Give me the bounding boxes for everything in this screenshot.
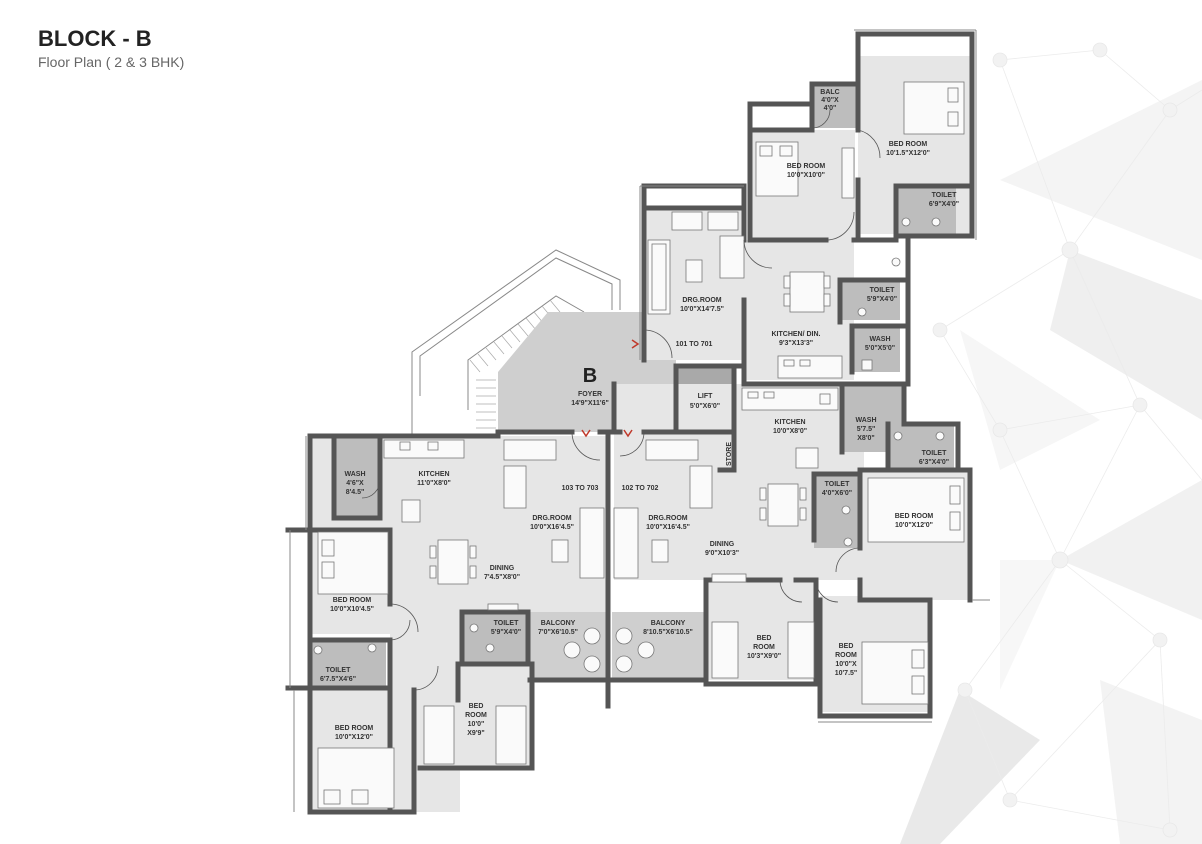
- bed-top-mid-size: 10'0"X10'0": [787, 172, 825, 179]
- bed-bottom-right-size-2: 10'7.5": [835, 670, 858, 677]
- doors: [361, 109, 881, 691]
- kitchen-left-label: KITCHEN: [418, 471, 449, 478]
- kitchen-top-size: 9'3"X13'3": [779, 340, 813, 347]
- wash-right-size: 5'7.5": [857, 426, 876, 433]
- foyer-label: FOYER: [578, 391, 602, 398]
- store-label: STORE: [726, 442, 733, 466]
- units-103-703: 103 TO 703: [562, 485, 599, 492]
- block-letter: B: [583, 365, 597, 387]
- kitchen-right-size: 10'0"X8'0": [773, 428, 807, 435]
- balcony-right-size: 8'10.5"X6'10.5": [643, 629, 693, 636]
- drg-left-label: DRG.ROOM: [532, 515, 571, 522]
- toilet-top-mid-label: TOILET: [870, 287, 895, 294]
- toilet-right-size: 6'3"X4'0": [919, 459, 949, 466]
- bed-bottom-mid-label: BED: [757, 635, 772, 642]
- balcony-right-label: BALCONY: [651, 620, 686, 627]
- bed-top-mid-label: BED ROOM: [787, 163, 826, 170]
- dining-right-size: 9'0"X10'3": [705, 550, 739, 557]
- balc-size-2: 4'0": [824, 105, 837, 112]
- dining-left-size: 7'4.5"X8'0": [484, 574, 520, 581]
- bed-left-small-label-b: ROOM: [465, 712, 487, 719]
- furniture: [313, 81, 965, 809]
- balc-label: BALC: [820, 89, 839, 96]
- bed-left-small-label: BED: [469, 703, 484, 710]
- toilet-left-mid-size: 5'9"X4'0": [491, 629, 521, 636]
- outer-lines: [289, 29, 990, 812]
- toilet-top-right-size: 6'9"X4'0": [929, 201, 959, 208]
- bed-left-small-size-2: X9'9": [467, 730, 484, 737]
- background-network-pattern: [900, 42, 1202, 844]
- balcony-left-size: 7'0"X6'10.5": [538, 629, 578, 636]
- page-subtitle: Floor Plan ( 2 & 3 BHK): [38, 54, 185, 70]
- toilet-left-label: TOILET: [326, 667, 351, 674]
- bed-left-small-size: 10'0": [468, 721, 485, 728]
- toilet-left-mid-label: TOILET: [494, 620, 519, 627]
- walls: [285, 31, 975, 815]
- toilet-top-mid-size: 5'9"X4'0": [867, 296, 897, 303]
- lift-label: LIFT: [698, 393, 713, 400]
- page-title: BLOCK - B: [38, 26, 152, 51]
- bed-bottom-mid-label-b: ROOM: [753, 644, 775, 651]
- toilet-right-label: TOILET: [922, 450, 947, 457]
- drg-top-label: DRG.ROOM: [682, 297, 721, 304]
- bed-right-label: BED ROOM: [895, 513, 934, 520]
- balcony-left-label: BALCONY: [541, 620, 576, 627]
- lift-size: 5'0"X6'0": [690, 403, 720, 410]
- entry-markers: [581, 339, 640, 438]
- wash-left-size: 4'6"X: [346, 480, 364, 487]
- bed-right-size: 10'0"X12'0": [895, 522, 933, 529]
- wash-top-label: WASH: [870, 336, 891, 343]
- drg-right-label: DRG.ROOM: [648, 515, 687, 522]
- units-102-702: 102 TO 702: [622, 485, 659, 492]
- bed-left-top-size: 10'0"X10'4.5": [330, 606, 374, 613]
- drg-top-size: 10'0"X14'7.5": [680, 306, 724, 313]
- kitchen-right-label: KITCHEN: [774, 419, 805, 426]
- toilet-right2-label: TOILET: [825, 481, 850, 488]
- bed-bottom-right-label: BED: [839, 643, 854, 650]
- drg-right-size: 10'0"X16'4.5": [646, 524, 690, 531]
- drg-left-size: 10'0"X16'4.5": [530, 524, 574, 531]
- bed-left-top-label: BED ROOM: [333, 597, 372, 604]
- toilet-top-right-label: TOILET: [932, 192, 957, 199]
- toilet-right2-size: 4'0"X6'0": [822, 490, 852, 497]
- wash-top-size: 5'0"X5'0": [865, 345, 895, 352]
- wash-right-label: WASH: [856, 417, 877, 424]
- kitchen-left-size: 11'0"X8'0": [417, 480, 451, 487]
- wash-right-size-2: X8'0": [857, 435, 874, 442]
- foyer-size: 14'9"X11'6": [571, 400, 609, 407]
- toilet-left-size: 6'7.5"X4'6": [320, 676, 356, 683]
- bed-bottom-right-label-b: ROOM: [835, 652, 857, 659]
- units-101-701: 101 TO 701: [676, 341, 713, 348]
- staircase: [411, 249, 621, 435]
- bed-left-bottom-size: 10'0"X12'0": [335, 734, 373, 741]
- wash-left-size-2: 8'4.5": [346, 489, 365, 496]
- dining-left-label: DINING: [490, 565, 515, 572]
- dining-right-label: DINING: [710, 541, 735, 548]
- wash-left-label: WASH: [345, 471, 366, 478]
- bed-bottom-right-size: 10'0"X: [835, 661, 857, 668]
- bed-left-bottom-label: BED ROOM: [335, 725, 374, 732]
- kitchen-top-label: KITCHEN/ DIN.: [772, 331, 821, 338]
- bed-top-right-size: 10'1.5"X12'0": [886, 150, 930, 157]
- bed-bottom-mid-size: 10'3"X9'0": [747, 653, 781, 660]
- bed-top-right-label: BED ROOM: [889, 141, 928, 148]
- balc-size: 4'0"X: [821, 97, 839, 104]
